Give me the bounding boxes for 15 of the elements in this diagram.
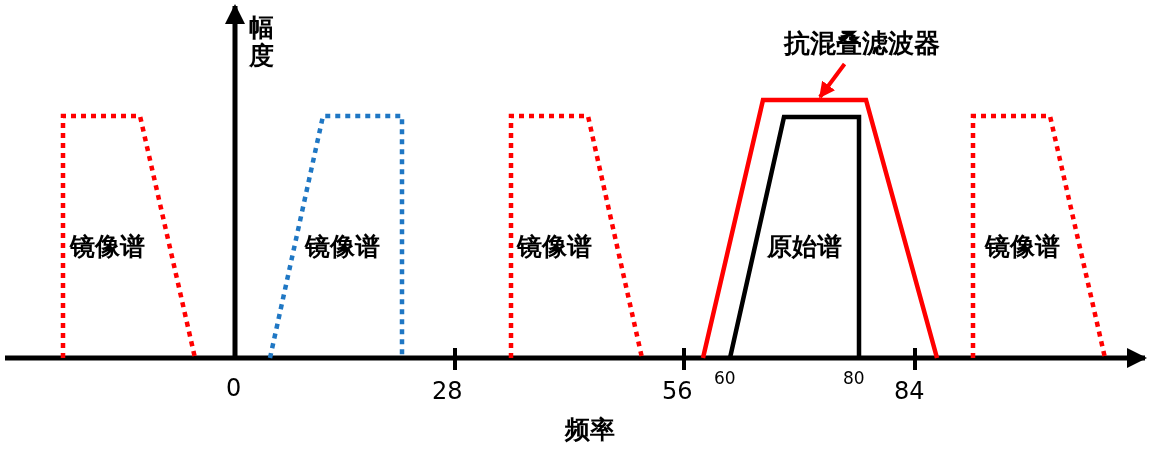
spectrum-label: 镜像谱 (70, 232, 145, 262)
tick-label: 0 (226, 375, 242, 402)
spectrum-label: 原始谱 (767, 232, 842, 262)
tick-label: 84 (894, 378, 925, 405)
arrow (818, 62, 847, 99)
spectrum-label: 镜像谱 (985, 232, 1060, 262)
tick-label: 80 (843, 369, 865, 388)
tick-label: 56 (662, 378, 693, 405)
spectrum-label: 镜像谱 (517, 232, 592, 262)
tick-label: 28 (432, 378, 463, 405)
callout-label: 抗混叠滤波器 (784, 28, 940, 60)
axis-title: 幅度 (249, 14, 274, 69)
axis-title: 频率 (565, 416, 615, 444)
spectrum-label: 镜像谱 (305, 232, 380, 262)
tick-label: 60 (714, 369, 736, 388)
